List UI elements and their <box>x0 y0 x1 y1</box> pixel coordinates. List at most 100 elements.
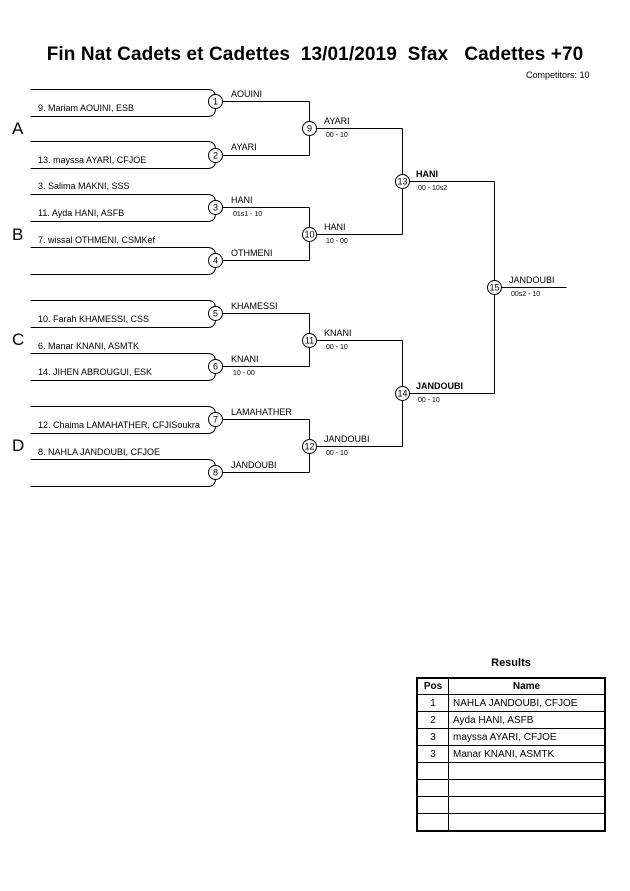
match-11-circle: 11 <box>302 333 317 348</box>
table-row <box>416 762 606 780</box>
r2-bracket-11 <box>309 313 403 367</box>
match-7-circle: 7 <box>208 412 223 427</box>
page-title: Fin Nat Cadets et Cadettes 13/01/2019 Sf… <box>46 44 584 65</box>
match-4-circle: 4 <box>208 253 223 268</box>
competitor-name: 9. Mariam AOUINI, ESB <box>38 103 134 113</box>
match-12-winner: JANDOUBI <box>324 434 370 444</box>
competitor-name: 8. NAHLA JANDOUBI, CFJOE <box>38 447 160 457</box>
r2-bracket-10 <box>309 207 403 261</box>
result-pos <box>416 762 449 780</box>
result-pos: 3 <box>416 745 449 763</box>
result-pos <box>416 813 449 832</box>
result-name <box>448 796 606 814</box>
competitor-name: 12. Chaima LAMAHATHER, CFJISoukra <box>38 420 200 430</box>
match-9-circle: 9 <box>302 121 317 136</box>
match-10-winner: HANI <box>324 222 346 232</box>
match-11-score: 00 - 10 <box>326 344 348 351</box>
match-14-winner: JANDOUBI <box>416 381 463 391</box>
final-bracket-15 <box>494 181 567 394</box>
result-name: Ayda HANI, ASFB <box>448 711 606 729</box>
match-6-winner: KNANI <box>231 354 259 364</box>
result-pos: 3 <box>416 728 449 746</box>
competitor-name: 11. Ayda HANI, ASFB <box>38 208 124 218</box>
result-name: Manar KNANI, ASMTK <box>448 745 606 763</box>
results-title: Results <box>491 657 531 669</box>
match-13-winner: HANI <box>416 169 438 179</box>
match-9-winner: AYARI <box>324 116 350 126</box>
final-winner: JANDOUBI <box>509 275 555 285</box>
result-name <box>448 779 606 797</box>
match-14-number: 14 <box>397 389 407 399</box>
competitors-count: Competitors: 10 <box>526 70 590 80</box>
match-6-circle: 6 <box>208 359 223 374</box>
match-9-number: 9 <box>307 124 312 134</box>
match-2-winner: AYARI <box>231 142 257 152</box>
match-4-number: 4 <box>213 256 218 266</box>
match-2-number: 2 <box>213 151 218 161</box>
group-label-c: C <box>12 330 24 349</box>
match-7-winner: LAMAHATHER <box>231 407 292 417</box>
match-10-score: 10 - 00 <box>326 238 348 245</box>
match-13-circle: 13 <box>395 174 410 189</box>
match-8-winner: JANDOUBI <box>231 460 277 470</box>
bracket-diagram: A B C D 9. Mariam AOUINI, ESB 13. mayssa… <box>12 89 567 487</box>
group-label-d: D <box>12 436 24 455</box>
match-13-number: 13 <box>397 177 407 187</box>
match-1-winner: AOUINI <box>231 89 262 99</box>
match-7-number: 7 <box>213 415 218 425</box>
match-12-number: 12 <box>304 442 314 452</box>
match-3-number: 3 <box>213 203 218 213</box>
r2-bracket-12 <box>309 419 403 473</box>
final-score: 00s2 - 10 <box>511 291 540 298</box>
table-row <box>416 779 606 797</box>
result-pos <box>416 779 449 797</box>
match-1-number: 1 <box>213 97 218 107</box>
match-1-circle: 1 <box>208 94 223 109</box>
result-pos <box>416 796 449 814</box>
match-13-score: 00 - 10s2 <box>418 185 447 192</box>
match-10-number: 10 <box>304 230 314 240</box>
competitor-name: 3. Salima MAKNI, SSS <box>38 181 130 191</box>
match-15-circle: 15 <box>487 280 502 295</box>
match-11-number: 11 <box>305 336 314 346</box>
result-pos: 2 <box>416 711 449 729</box>
match-5-circle: 5 <box>208 306 223 321</box>
match-6-number: 6 <box>213 362 218 372</box>
result-name: NAHLA JANDOUBI, CFJOE <box>448 694 606 712</box>
match-14-score: 00 - 10 <box>418 397 440 404</box>
match-9-score: 00 - 10 <box>326 132 348 139</box>
match-8-circle: 8 <box>208 465 223 480</box>
match-2-circle: 2 <box>208 148 223 163</box>
match-12-circle: 12 <box>302 439 317 454</box>
result-name <box>448 762 606 780</box>
match-5-winner: KHAMESSI <box>231 301 278 311</box>
competitor-name: 14. JIHEN ABROUGUI, ESK <box>38 367 152 377</box>
group-label-b: B <box>12 225 23 244</box>
match-3-score: 01s1 - 10 <box>233 211 262 218</box>
results-header-pos: Pos <box>416 677 449 695</box>
competitor-name: 10. Farah KHAMESSI, CSS <box>38 314 149 324</box>
match-6-score: 10 - 00 <box>233 370 255 377</box>
result-name: mayssa AYARI, CFJOE <box>448 728 606 746</box>
result-name <box>448 813 606 832</box>
table-row <box>416 796 606 814</box>
match-11-winner: KNANI <box>324 328 352 338</box>
match-12-score: 00 - 10 <box>326 450 348 457</box>
results-header-name: Name <box>448 677 606 695</box>
match-3-circle: 3 <box>208 200 223 215</box>
match-14-circle: 14 <box>395 386 410 401</box>
match-4-winner: OTHMENI <box>231 248 273 258</box>
group-label-a: A <box>12 119 24 138</box>
match-number-circles: 1 2 3 4 5 6 7 8 9 10 11 12 13 14 15 <box>208 94 502 480</box>
r2-bracket-9 <box>309 101 403 156</box>
competitor-name: 13. mayssa AYARI, CFJOE <box>38 155 146 165</box>
semi-bracket-14 <box>402 340 495 447</box>
table-row <box>416 813 606 832</box>
match-15-number: 15 <box>489 283 499 293</box>
match-3-winner: HANI <box>231 195 253 205</box>
match-10-circle: 10 <box>302 227 317 242</box>
